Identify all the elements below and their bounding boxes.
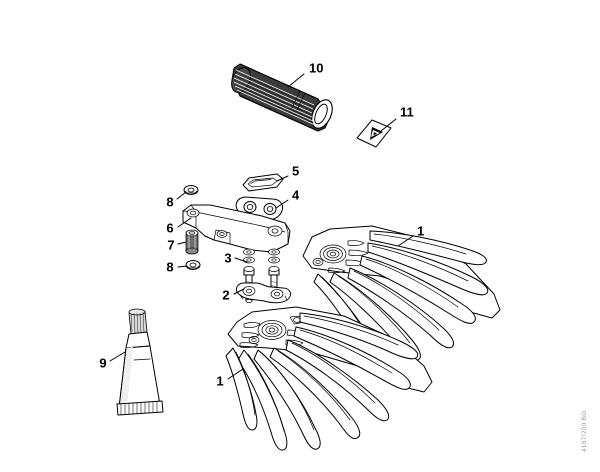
callout-number-11: 11 <box>400 104 414 119</box>
fan-tine-blade-lower <box>225 306 433 451</box>
callout-number-6: 6 <box>166 220 173 235</box>
callout-number-2: 2 <box>222 287 229 302</box>
callout-number-8-top: 8 <box>166 194 173 209</box>
callout-number-7: 7 <box>167 237 174 252</box>
callout-leader-1-upper <box>397 235 414 247</box>
document-code-watermark: 4167/200 BG <box>581 410 588 452</box>
callout-leader-9 <box>109 351 126 362</box>
callout-number-1-lower: 1 <box>216 373 223 388</box>
handle-grip <box>231 63 333 132</box>
callout-leader-10 <box>287 73 305 88</box>
base-plate <box>235 282 291 304</box>
callout-leader-5 <box>276 175 289 182</box>
callout-number-1-upper: 1 <box>417 223 424 238</box>
callout-leader-7 <box>177 241 187 245</box>
callout-number-4: 4 <box>292 187 300 202</box>
fan-tine-blade-upper <box>302 225 501 369</box>
bracket-arm <box>182 204 291 253</box>
retainer-clip <box>242 173 284 192</box>
callout-leader-2 <box>233 288 245 295</box>
bushing <box>185 229 199 255</box>
washer-top <box>183 185 199 195</box>
callout-number-8-bottom: 8 <box>166 259 173 274</box>
callout-number-9: 9 <box>99 355 106 370</box>
warning-decal <box>356 119 392 148</box>
callout-leader-8-bottom <box>177 265 188 268</box>
washer-bottom <box>185 260 201 270</box>
callout-number-10: 10 <box>309 60 323 75</box>
callout-leader-1-lower <box>227 368 244 380</box>
callout-leader-4 <box>275 199 289 209</box>
callout-number-5: 5 <box>292 163 299 178</box>
callout-leader-8-top <box>176 191 187 200</box>
callout-leader-3 <box>234 257 248 263</box>
grease-tube <box>116 308 164 416</box>
callout-leader-6 <box>177 217 192 228</box>
callout-number-3: 3 <box>224 250 231 265</box>
callout-leader-11 <box>380 118 397 132</box>
